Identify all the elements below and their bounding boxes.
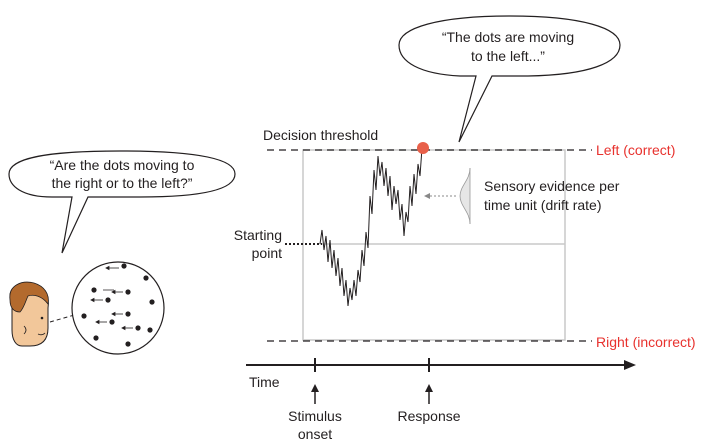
answer-bubble-shape <box>398 15 621 143</box>
moving-dots-stimulus-icon <box>71 261 165 355</box>
starting-point-label-line2: point <box>252 245 282 261</box>
evidence-accumulation-trace <box>319 147 423 307</box>
person-face-icon <box>9 281 49 347</box>
threshold-crossing-dot <box>417 142 429 154</box>
answer-text-line2: to the left...” <box>471 48 545 64</box>
decision-threshold-label: Decision threshold <box>263 127 378 143</box>
stimulus-onset-label-line1: Stimulus <box>288 408 342 424</box>
drift-rate-label-line2: time unit (drift rate) <box>484 197 601 213</box>
answer-bubble: “The dots are moving to the left...” <box>398 15 621 143</box>
question-text-line1: “Are the dots moving to <box>50 157 195 173</box>
right-incorrect-label: Right (incorrect) <box>596 334 696 350</box>
time-axis-arrowhead <box>624 360 636 370</box>
left-correct-label: Left (correct) <box>596 142 675 158</box>
stimulus-onset-label-line2: onset <box>298 426 332 442</box>
question-text-line2: the right or to the left?” <box>52 175 193 191</box>
drift-rate-distribution-icon <box>424 167 471 225</box>
question-bubble-shape <box>8 150 236 254</box>
response-label: Response <box>397 408 460 424</box>
time-label: Time <box>249 374 280 390</box>
question-bubble: “Are the dots moving to the right or to … <box>8 150 236 254</box>
answer-text-line1: “The dots are moving <box>442 29 574 45</box>
starting-point-label-line1: Starting <box>234 227 282 243</box>
drift-rate-label-line1: Sensory evidence per <box>484 178 620 194</box>
